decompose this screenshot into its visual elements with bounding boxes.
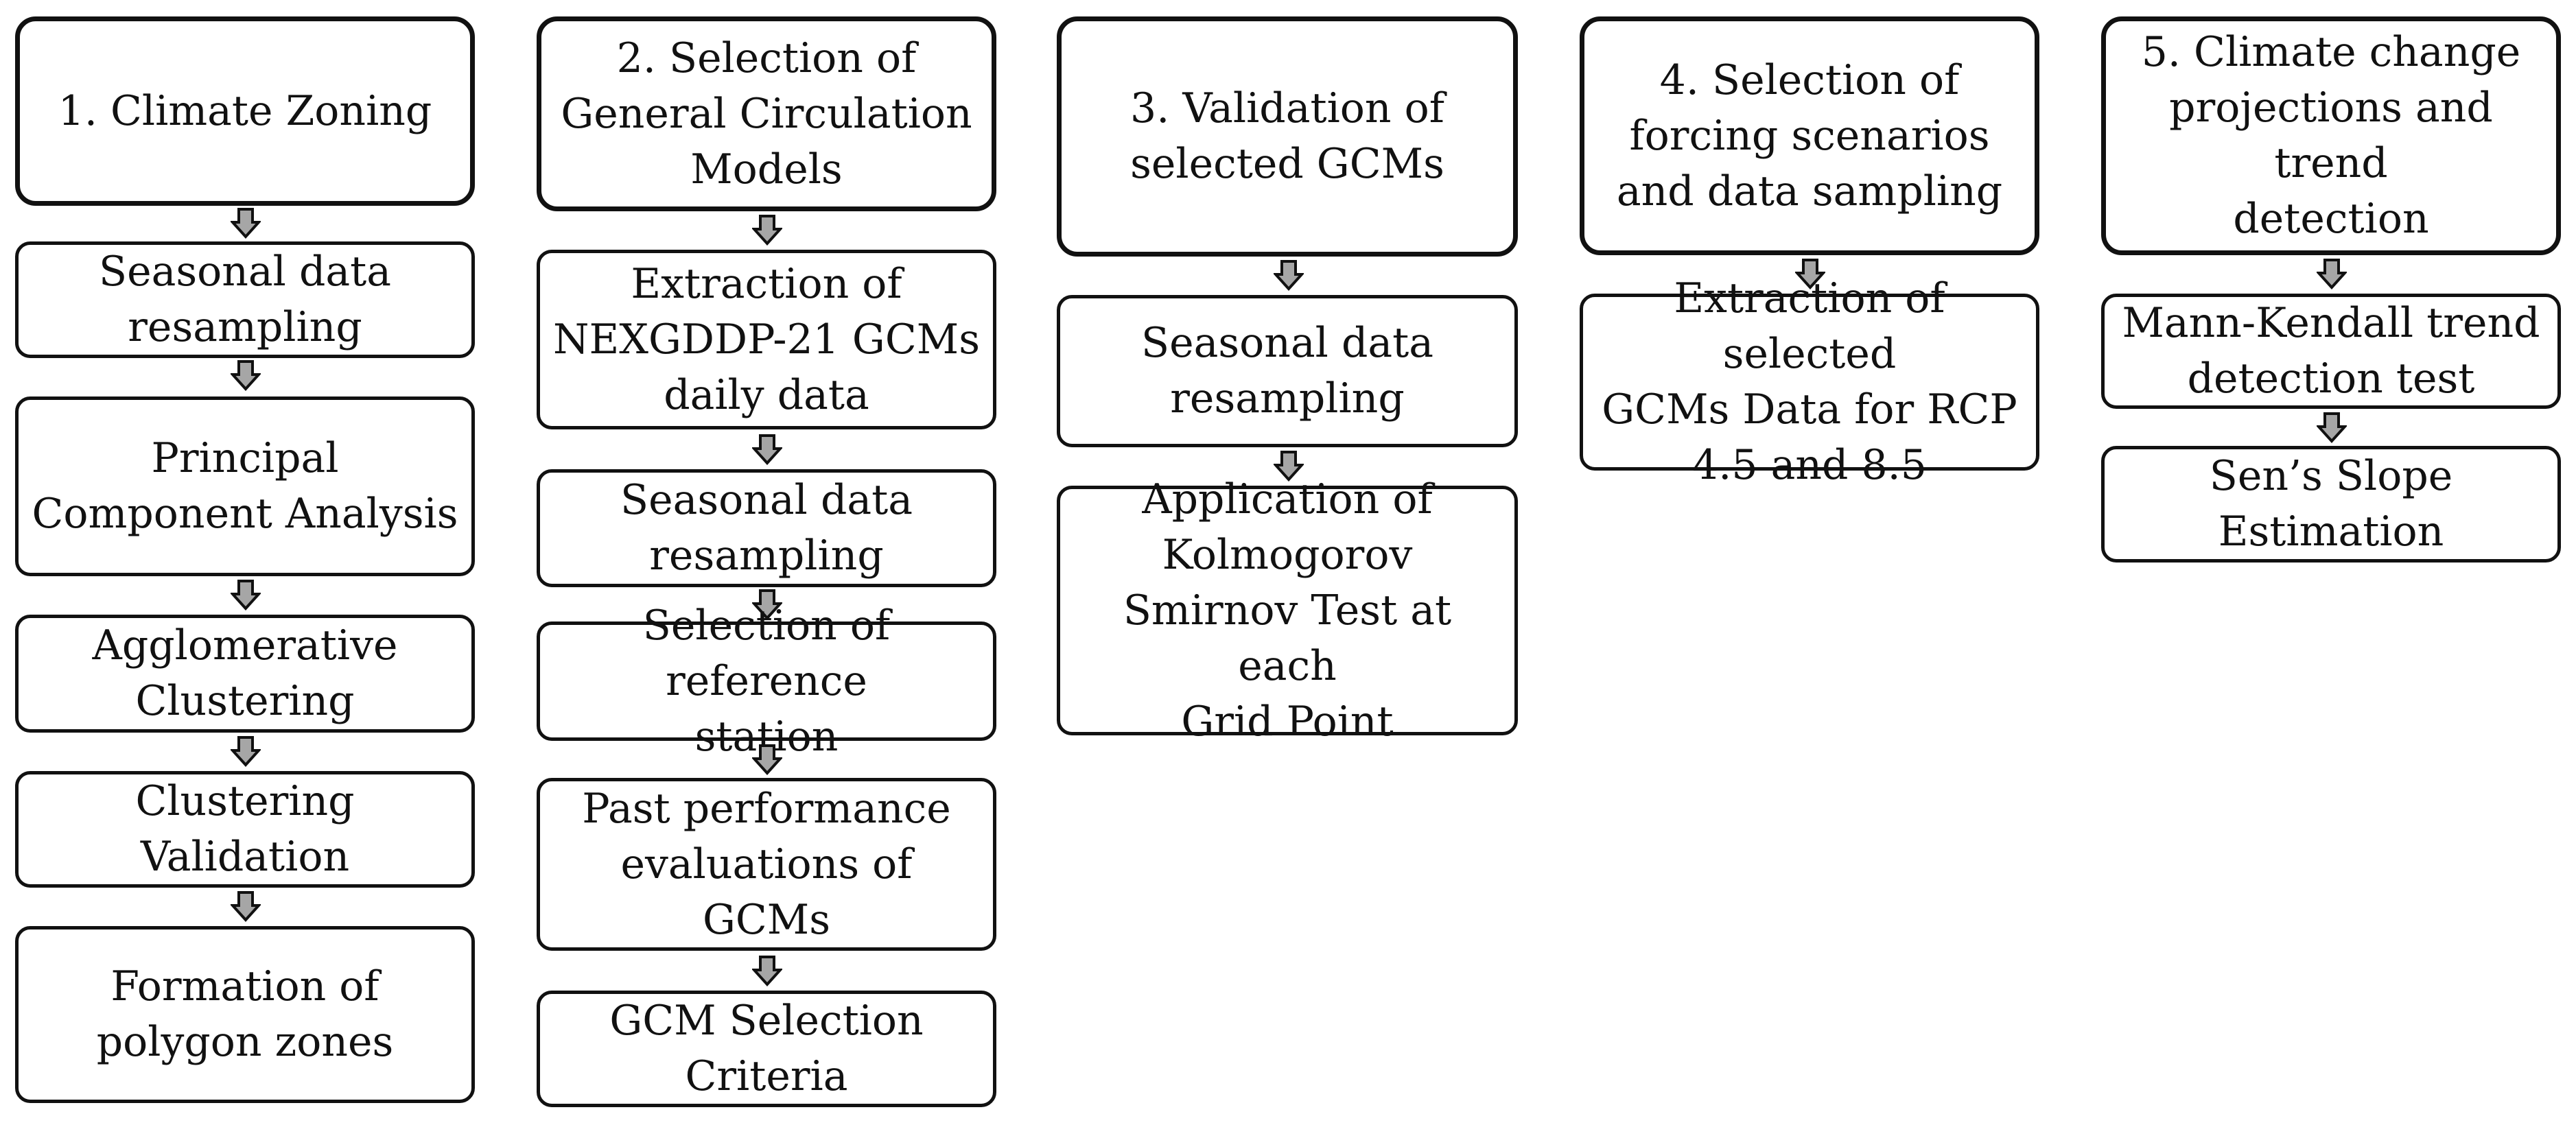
col5-step1-text: Mann-Kendall trend detection test (2122, 299, 2540, 403)
col4-header-text: 4. Selection of forcing scenarios and da… (1616, 56, 2003, 215)
col2-step3-box: Selection of reference station (537, 602, 996, 761)
col4-header-box: 4. Selection of forcing scenarios and da… (1580, 16, 2039, 255)
col5-step1-box: Mann-Kendall trend detection test (2101, 294, 2561, 409)
col1-step1-box: Seasonal data resampling (15, 241, 475, 358)
arrow-down-icon (752, 589, 782, 620)
col2-step3-text: Selection of reference station (642, 601, 891, 761)
col3-step2-text: Application of Kolmogorov Smirnov Test a… (1123, 475, 1452, 746)
col1-step4-box: Clustering Validation (15, 771, 475, 888)
col1-step5-text: Formation of polygon zones (96, 962, 394, 1066)
col2-header-text: 2. Selection of General Circulation Mode… (561, 34, 972, 193)
arrow-down-icon (2317, 412, 2347, 443)
arrow-down-icon (1274, 259, 1304, 291)
col2-step2-text: Seasonal data resampling (620, 476, 913, 580)
col3-step1-box: Seasonal data resampling (1057, 295, 1518, 447)
col5-step2-box: Sen’s Slope Estimation (2101, 446, 2561, 562)
arrow-down-icon (752, 744, 782, 775)
col1-header-box: 1. Climate Zoning (15, 16, 475, 206)
col3-header-text: 3. Validation of selected GCMs (1130, 84, 1444, 188)
arrow-down-icon (752, 214, 782, 246)
col1-step2-text: Principal Component Analysis (32, 434, 458, 538)
col2-step5-text: GCM Selection Criteria (609, 997, 924, 1100)
col2-header-box: 2. Selection of General Circulation Mode… (537, 16, 996, 211)
arrow-down-icon (231, 579, 261, 611)
col5-step2-text: Sen’s Slope Estimation (2209, 452, 2453, 556)
arrow-down-icon (231, 359, 261, 391)
col4-step1-text: Extraction of selected GCMs Data for RCP… (1602, 274, 2017, 489)
col2-step1-box: Extraction of NEXGDDP-21 GCMs daily data (537, 250, 996, 429)
arrow-down-icon (1795, 258, 1825, 289)
col2-step1-text: Extraction of NEXGDDP-21 GCMs daily data (552, 259, 980, 419)
col1-step4-text: Clustering Validation (135, 777, 355, 881)
col3-header-box: 3. Validation of selected GCMs (1057, 16, 1518, 257)
col1-header-text: 1. Climate Zoning (58, 86, 432, 135)
col1-step1-text: Seasonal data resampling (98, 248, 392, 351)
col2-step2-box: Seasonal data resampling (537, 469, 996, 587)
arrow-down-icon (1274, 450, 1304, 482)
arrow-down-icon (752, 434, 782, 465)
col3-step2-box: Application of Kolmogorov Smirnov Test a… (1057, 475, 1518, 746)
col4-step1-box: Extraction of selected GCMs Data for RCP… (1580, 274, 2039, 489)
col5-header-text: 5. Climate change projections and trend … (2141, 28, 2521, 243)
col2-step4-box: Past performance evaluations of GCMs (537, 778, 996, 951)
arrow-down-icon (231, 735, 261, 767)
arrow-down-icon (231, 207, 261, 239)
col1-step3-box: Agglomerative Clustering (15, 615, 475, 733)
arrow-down-icon (231, 890, 261, 922)
col2-step5-box: GCM Selection Criteria (537, 991, 996, 1107)
col2-step4-text: Past performance evaluations of GCMs (582, 784, 951, 944)
col3-step1-text: Seasonal data resampling (1140, 319, 1434, 423)
col1-step3-text: Agglomerative Clustering (92, 621, 398, 725)
arrow-down-icon (752, 955, 782, 986)
col1-step2-box: Principal Component Analysis (15, 396, 475, 576)
arrow-down-icon (2317, 258, 2347, 289)
col1-step5-box: Formation of polygon zones (15, 926, 475, 1103)
col5-header-box: 5. Climate change projections and trend … (2101, 16, 2561, 255)
